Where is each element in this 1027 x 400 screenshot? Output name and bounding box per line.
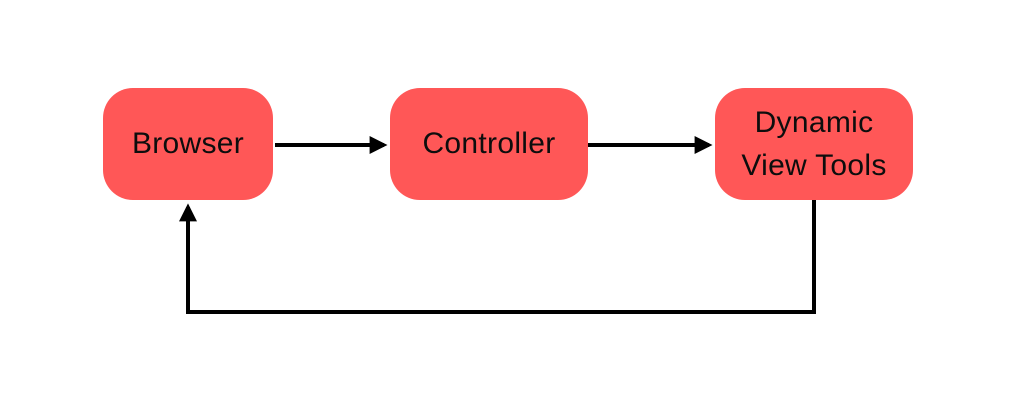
node-controller-label: Controller [422, 127, 556, 161]
node-controller: Controller [390, 88, 588, 200]
node-browser: Browser [103, 88, 273, 200]
node-dynamic-view-tools: Dynamic View Tools [715, 88, 913, 200]
node-browser-label: Browser [131, 127, 245, 161]
edge-dynamic-view-tools-to-browser-feedback-arrow [179, 200, 816, 314]
node-dynamic-view-tools-label: Dynamic View Tools [741, 105, 887, 183]
